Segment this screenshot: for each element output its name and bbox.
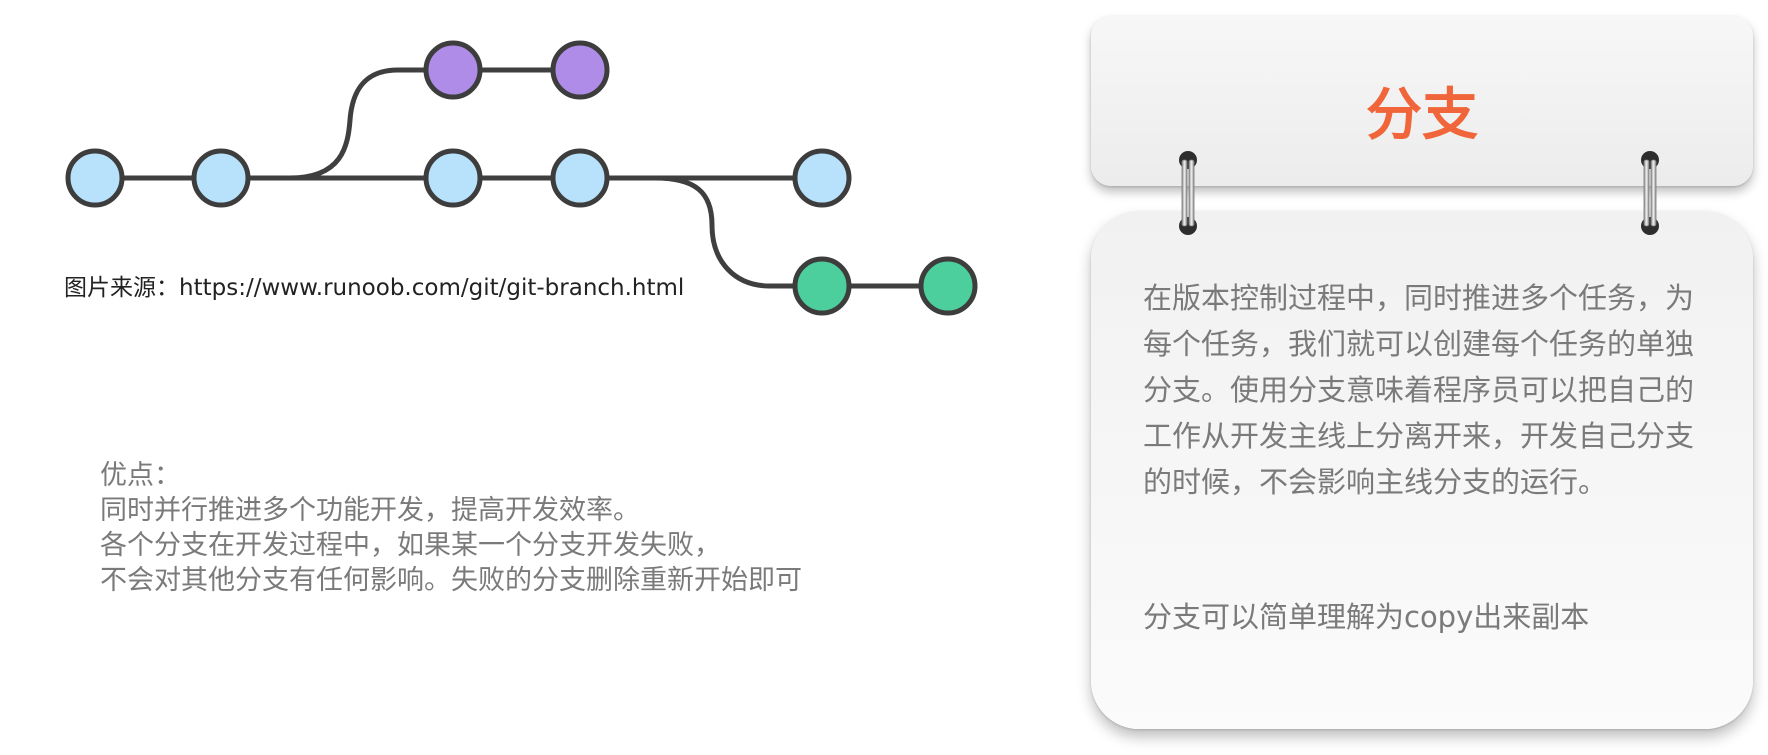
advantages-line-2: 各个分支在开发过程中，如果某一个分支开发失败， [100,530,721,561]
card-title: 分支 [1366,83,1478,148]
lower-commit-2 [918,256,978,316]
advantages-line-3: 不会对其他分支有任何影响。失败的分支删除重新开始即可 [100,565,802,596]
advantages-heading: 优点： [100,460,181,491]
upper-commit-2 [550,40,610,100]
card-note-text: 分支可以简单理解为copy出来副本 [1143,600,1590,634]
advantages-line-1: 同时并行推进多个功能开发，提高开发效率。 [100,495,640,526]
upper-branch-line [287,67,583,181]
binder-ring-left [1179,151,1197,235]
binder-ring-right [1641,151,1659,235]
main-commit-1 [65,148,125,208]
lower-branch-line [652,175,951,289]
main-commit-4 [550,148,610,208]
upper-commit-1 [423,40,483,100]
card-body-text: 在版本控制过程中，同时推进多个任务，为每个任务，我们就可以创建每个任务的单独分支… [1143,281,1695,499]
git-branch-diagram [65,40,978,316]
advantages-block: 优点： 同时并行推进多个功能开发，提高开发效率。 各个分支在开发过程中，如果某一… [100,458,802,598]
main-commit-2 [191,148,251,208]
main-commit-3 [423,148,483,208]
image-source-caption: 图片来源：https://www.runoob.com/git/git-bran… [64,275,685,301]
lower-commit-1 [792,256,852,316]
main-commit-5 [792,148,852,208]
card-body-panel: 在版本控制过程中，同时推进多个任务，为每个任务，我们就可以创建每个任务的单独分支… [1091,211,1753,729]
